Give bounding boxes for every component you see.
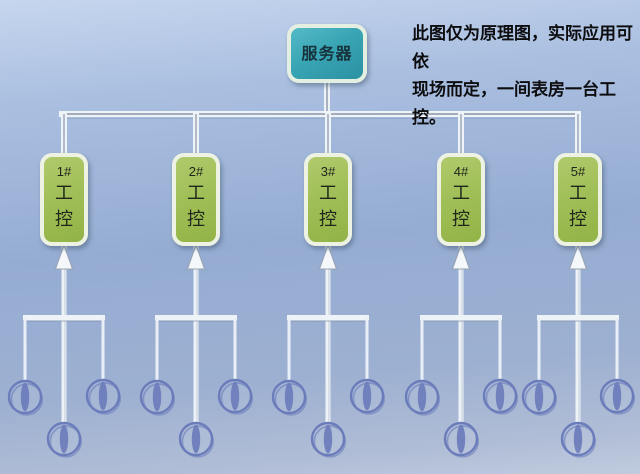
ipc-node-5: 5# 工控 (554, 153, 602, 246)
bus-line (59, 111, 581, 155)
ipc-label: 工控 (318, 183, 337, 229)
meter-tree-3 (273, 245, 384, 457)
ipc-label: 工控 (568, 183, 587, 229)
meter-tree-1 (9, 245, 120, 457)
ipc-label: 工控 (186, 183, 205, 229)
annotation-note: 此图仅为原理图，实际应用可依 现场而定，一间表房一台工控。 (412, 20, 638, 132)
meter-tree-2 (141, 245, 252, 457)
meter-tree-4 (406, 245, 517, 457)
ipc-node-1: 1# 工控 (40, 153, 88, 246)
meter-tree-5 (523, 245, 634, 457)
ipc-number: 1# (56, 164, 72, 179)
ipc-label: 工控 (451, 183, 470, 229)
server-label: 服务器 (301, 46, 353, 63)
ipc-node-4: 4# 工控 (437, 153, 485, 246)
ipc-node-2: 2# 工控 (172, 153, 220, 246)
annotation-line-2: 现场而定，一间表房一台工控。 (412, 80, 616, 127)
ipc-node-3: 3# 工控 (304, 153, 352, 246)
ipc-label: 工控 (54, 183, 73, 229)
ipc-number: 2# (188, 164, 204, 179)
server-node: 服务器 (287, 24, 367, 83)
ipc-number: 3# (320, 164, 336, 179)
ipc-number: 4# (453, 164, 469, 179)
ipc-number: 5# (570, 164, 586, 179)
annotation-line-1: 此图仅为原理图，实际应用可依 (412, 24, 633, 71)
bus-drop-lines (61, 111, 581, 155)
server-stem-line (324, 80, 330, 114)
